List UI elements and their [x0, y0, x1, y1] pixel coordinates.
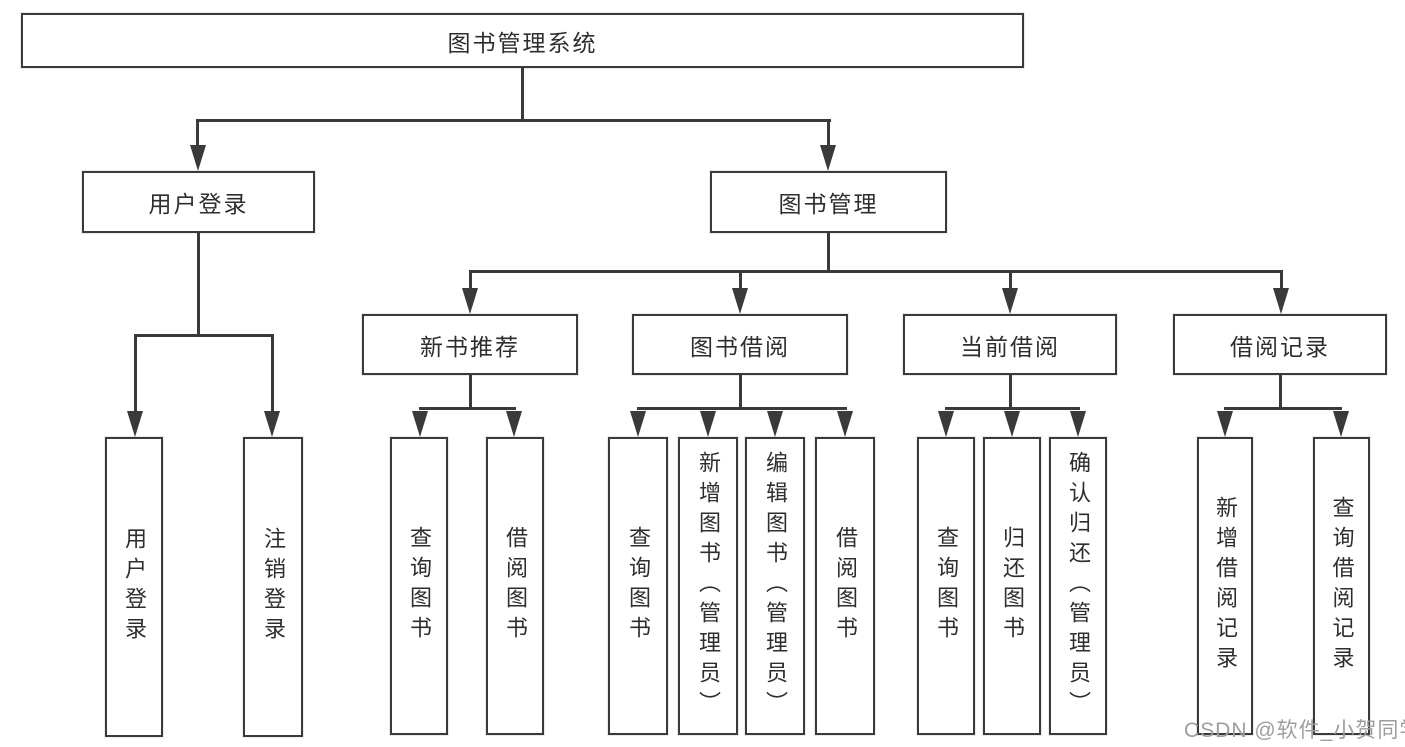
- arrow-down-icon: [1333, 411, 1349, 437]
- connector-line: [827, 233, 830, 273]
- node-new-book-recommend: 新书推荐: [362, 314, 578, 375]
- leaf-edit-books-admin-label: 编辑图书（管理员）: [763, 451, 788, 721]
- arrow-down-icon: [837, 411, 853, 437]
- connector-line: [1224, 407, 1342, 410]
- connector-line: [637, 407, 847, 410]
- leaf-query-books-a: 查询图书: [390, 437, 448, 735]
- connector-line: [1009, 375, 1012, 410]
- connector-line: [196, 119, 199, 151]
- arrow-down-icon: [1273, 288, 1289, 314]
- leaf-borrow-books-b: 借阅图书: [815, 437, 875, 735]
- connector-line: [739, 270, 742, 294]
- arrow-down-icon: [938, 411, 954, 437]
- node-root: 图书管理系统: [21, 13, 1024, 68]
- leaf-add-borrow-record-label: 新增借阅记录: [1213, 496, 1238, 676]
- connector-line: [827, 119, 830, 151]
- connector-line: [945, 407, 1080, 410]
- leaf-query-books-b-label: 查询图书: [626, 526, 651, 646]
- arrow-down-icon: [767, 411, 783, 437]
- arrow-down-icon: [732, 288, 748, 314]
- arrow-down-icon: [190, 145, 206, 171]
- leaf-confirm-return-admin: 确认归还（管理员）: [1049, 437, 1107, 735]
- connector-line: [739, 375, 742, 410]
- leaf-confirm-return-admin-label: 确认归还（管理员）: [1066, 451, 1091, 721]
- connector-line: [469, 375, 472, 410]
- leaf-borrow-books-a: 借阅图书: [486, 437, 544, 735]
- node-book-management-branch: 图书管理: [710, 171, 947, 233]
- leaf-query-borrow-record-label: 查询借阅记录: [1329, 496, 1355, 676]
- leaf-logout-label: 注销登录: [261, 527, 286, 647]
- node-borrow-records: 借阅记录: [1173, 314, 1387, 375]
- node-user-login-branch: 用户登录: [82, 171, 315, 233]
- arrow-down-icon: [700, 411, 716, 437]
- connector-line: [469, 270, 1283, 273]
- connector-line: [134, 334, 274, 337]
- connector-line: [1009, 270, 1012, 294]
- arrow-down-icon: [1002, 288, 1018, 314]
- node-current-borrow: 当前借阅: [903, 314, 1117, 375]
- arrow-down-icon: [462, 288, 478, 314]
- connector-line: [271, 334, 274, 415]
- connector-line: [197, 233, 200, 337]
- connector-line: [196, 119, 831, 122]
- leaf-return-books: 归还图书: [983, 437, 1041, 735]
- arrow-down-icon: [820, 145, 836, 171]
- connector-line: [1280, 270, 1283, 294]
- leaf-logout: 注销登录: [243, 437, 303, 737]
- connector-line: [134, 334, 137, 415]
- leaf-edit-books-admin: 编辑图书（管理员）: [745, 437, 805, 735]
- leaf-user-login-label: 用户登录: [122, 527, 147, 647]
- leaf-return-books-label: 归还图书: [1000, 526, 1025, 646]
- leaf-borrow-books-b-label: 借阅图书: [833, 526, 858, 646]
- arrow-down-icon: [1217, 411, 1233, 437]
- connector-line: [1279, 375, 1282, 410]
- leaf-add-books-admin-label: 新增图书（管理员）: [696, 451, 721, 721]
- leaf-query-books-a-label: 查询图书: [407, 526, 432, 646]
- arrow-down-icon: [1004, 411, 1020, 437]
- arrow-down-icon: [264, 411, 280, 437]
- connector-line: [469, 270, 472, 294]
- leaf-add-books-admin: 新增图书（管理员）: [678, 437, 738, 735]
- leaf-query-borrow-record: 查询借阅记录: [1313, 437, 1370, 735]
- arrow-down-icon: [630, 411, 646, 437]
- leaf-query-books-c-label: 查询图书: [934, 526, 959, 646]
- arrow-down-icon: [412, 411, 428, 437]
- arrow-down-icon: [127, 411, 143, 437]
- leaf-query-books-b: 查询图书: [608, 437, 668, 735]
- leaf-user-login: 用户登录: [105, 437, 163, 737]
- leaf-borrow-books-a-label: 借阅图书: [503, 526, 528, 646]
- arrow-down-icon: [506, 411, 522, 437]
- leaf-query-books-c: 查询图书: [917, 437, 975, 735]
- leaf-add-borrow-record: 新增借阅记录: [1197, 437, 1253, 735]
- connector-line: [521, 68, 524, 122]
- connector-line: [419, 407, 516, 410]
- node-book-borrow: 图书借阅: [632, 314, 848, 375]
- arrow-down-icon: [1070, 411, 1086, 437]
- csdn-watermark: CSDN @软件_小贺同学: [1184, 719, 1405, 742]
